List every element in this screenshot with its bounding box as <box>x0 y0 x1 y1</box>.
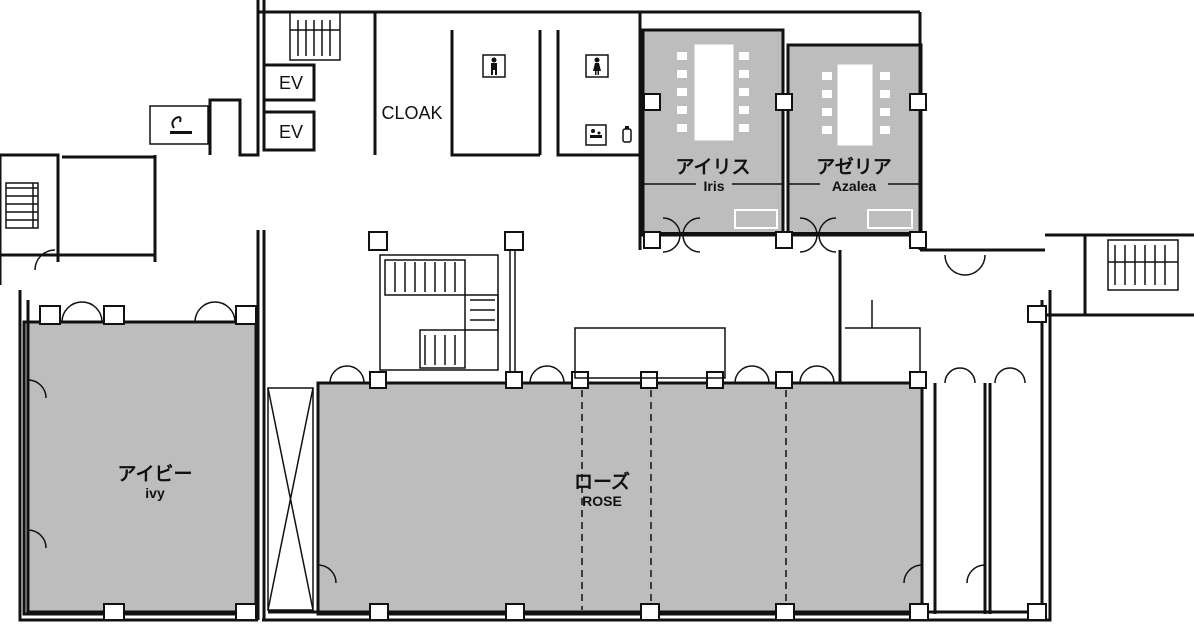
smoking-icon <box>170 116 192 134</box>
azalea-label-en: Azalea <box>832 178 877 194</box>
central-staircase[interactable] <box>379 250 516 372</box>
azalea-table <box>822 64 913 229</box>
room-rose[interactable] <box>317 382 923 615</box>
azalea-label-jp: アゼリア <box>816 155 892 178</box>
room-ivy[interactable] <box>23 321 257 615</box>
baby-changing-icon <box>590 129 602 138</box>
elevator-upper[interactable] <box>262 63 316 102</box>
cloak-label: CLOAK <box>381 103 442 123</box>
iris-label-en: Iris <box>703 178 724 194</box>
rose-label-en: ROSE <box>582 493 622 509</box>
bottle-icon <box>622 126 632 143</box>
ev-upper-label: EV <box>279 73 303 93</box>
rose-counter <box>574 327 726 379</box>
top-staircase[interactable] <box>289 11 341 61</box>
columns <box>39 93 1047 621</box>
right-staircase[interactable] <box>1107 239 1179 291</box>
iris-label-jp: アイリス <box>675 156 750 178</box>
elevator-lower[interactable] <box>262 110 316 152</box>
ivy-label-jp: アイビー <box>117 463 192 485</box>
ev-lower-label: EV <box>279 122 303 142</box>
room-outlines <box>22 28 992 616</box>
left-staircase[interactable] <box>5 182 39 229</box>
doors[interactable] <box>27 217 1026 584</box>
crossed-area <box>267 387 314 611</box>
iris-table <box>677 44 778 229</box>
rose-label-jp: ローズ <box>574 470 630 493</box>
male-restroom-icon <box>491 57 497 75</box>
female-restroom-icon <box>593 57 601 75</box>
ivy-label-en: ivy <box>145 485 165 501</box>
